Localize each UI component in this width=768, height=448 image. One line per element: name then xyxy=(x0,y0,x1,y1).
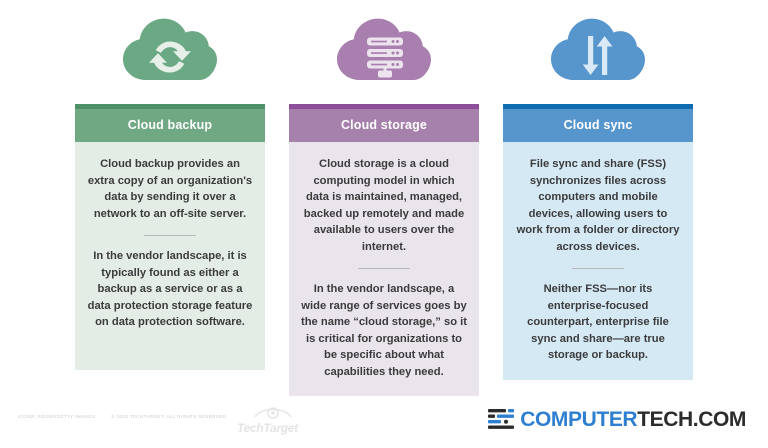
footer-credits: ICONS: #ID/NO/GETTY IMAGES © 2019 TECHTA… xyxy=(18,414,226,419)
paragraph-divider xyxy=(358,268,410,269)
computertech-mark-icon xyxy=(488,409,515,429)
card-body-cloud-backup: Cloud backup provides an extra copy of a… xyxy=(75,142,265,370)
paragraph: In the vendor landscape, it is typically… xyxy=(87,250,253,328)
footer: ICONS: #ID/NO/GETTY IMAGES © 2019 TECHTA… xyxy=(0,398,768,448)
copyright-text: © 2019 TECHTARGET. ALL RIGHTS RESERVED xyxy=(111,414,227,419)
paragraph: In the vendor landscape, a wide range of… xyxy=(301,283,467,378)
computertech-wordmark-primary: COMPUTER xyxy=(520,407,638,431)
cloud-storage-icon-wrap xyxy=(336,0,432,104)
paragraph: Cloud storage is a cloud computing model… xyxy=(303,158,465,253)
card-body-cloud-sync: File sync and share (FSS) synchronizes f… xyxy=(503,142,693,380)
paragraph-divider xyxy=(572,268,624,269)
computertech-wordmark: COMPUTERTECH.COM xyxy=(520,409,746,430)
computertech-logo: COMPUTERTECH.COM xyxy=(488,408,746,430)
icon-credit-text: ICONS: #ID/NO/GETTY IMAGES xyxy=(18,414,96,419)
card-header-cloud-backup: Cloud backup xyxy=(75,109,265,142)
paragraph-divider xyxy=(144,235,196,236)
card-body-cloud-storage: Cloud storage is a cloud computing model… xyxy=(289,142,479,396)
column-cloud-storage: Cloud storage Cloud storage is a cloud c… xyxy=(289,0,479,396)
card-header-cloud-storage: Cloud storage xyxy=(289,109,479,142)
techtarget-eye-icon xyxy=(254,407,292,419)
card-top-stripe xyxy=(75,104,265,109)
paragraph: Cloud backup provides an extra copy of a… xyxy=(87,158,253,220)
cloud-sync-icon-wrap xyxy=(550,0,646,104)
comparison-columns: Cloud backup Cloud backup provides an ex… xyxy=(75,0,693,396)
cloud-sync-arrows-icon xyxy=(123,18,217,81)
card-top-stripe xyxy=(503,104,693,109)
cloud-server-racks-icon xyxy=(337,18,431,81)
techtarget-wordmark: TechTarget xyxy=(237,421,298,435)
column-cloud-sync: Cloud sync File sync and share (FSS) syn… xyxy=(503,0,693,380)
computertech-wordmark-secondary: TECH.COM xyxy=(637,407,746,431)
card-cloud-sync: Cloud sync File sync and share (FSS) syn… xyxy=(503,104,693,380)
column-cloud-backup: Cloud backup Cloud backup provides an ex… xyxy=(75,0,265,370)
card-header-cloud-sync: Cloud sync xyxy=(503,109,693,142)
card-cloud-backup: Cloud backup Cloud backup provides an ex… xyxy=(75,104,265,370)
card-top-stripe xyxy=(289,104,479,109)
card-cloud-storage: Cloud storage Cloud storage is a cloud c… xyxy=(289,104,479,396)
paragraph: File sync and share (FSS) synchronizes f… xyxy=(516,158,680,253)
techtarget-logo: TechTarget xyxy=(237,404,309,438)
paragraph: Neither FSS—nor its enterprise-focused c… xyxy=(527,283,669,361)
cloud-backup-icon-wrap xyxy=(122,0,218,104)
cloud-up-down-arrows-icon xyxy=(551,18,645,81)
